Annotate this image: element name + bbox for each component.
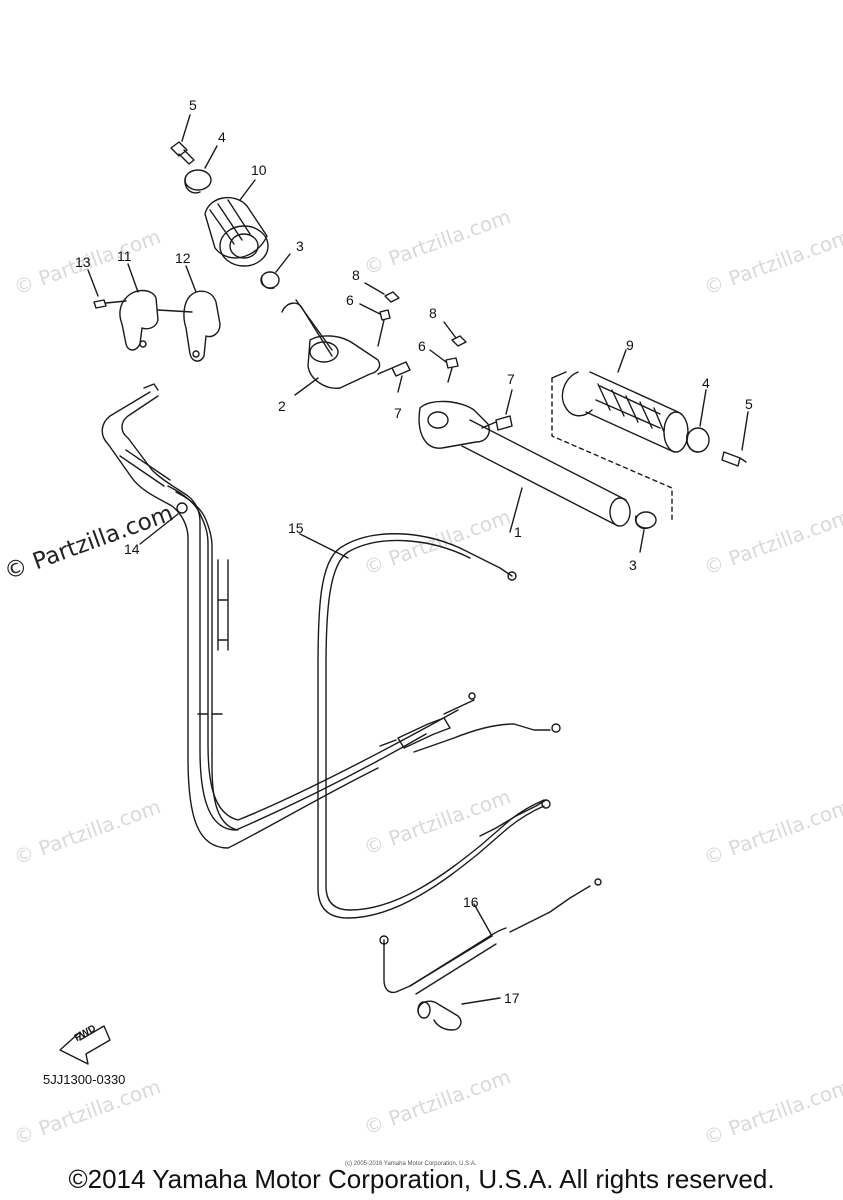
bolt-6-right [429,349,459,383]
callout-3: 3 [296,238,304,254]
callout-11: 11 [117,248,132,264]
cable-16 [379,878,602,995]
callout-7: 7 [507,371,515,387]
bolt-8-right [443,321,467,347]
weight-4-left [184,145,218,194]
fwd-arrow [59,1025,111,1065]
callout-1: 1 [514,524,522,540]
callout-8: 8 [352,267,360,283]
callout-2: 2 [278,398,286,414]
callout-5: 5 [189,97,197,113]
callout-9: 9 [626,337,634,353]
screw-7-right [481,389,513,431]
callout-15: 15 [288,520,304,536]
fine-print: (c) 2005-2016 Yamaha Motor Corporation, … [345,1161,477,1167]
callout-13: 13 [75,254,91,270]
diagram-code: 5JJ1300-0330 [43,1072,126,1087]
callout-10: 10 [251,162,267,178]
callout-3: 3 [629,557,637,573]
weight-4-right [686,389,710,453]
callout-17: 17 [504,990,520,1006]
copyright-notice: ©2014 Yamaha Motor Corporation, U.S.A. A… [68,1164,775,1194]
housing-12 [157,265,221,362]
clamp-17 [417,997,501,1031]
handlebar-1-right [418,400,631,533]
grip-9 [561,349,689,453]
callout-6: 6 [418,338,426,354]
bolt-8-left [364,282,400,303]
callout-6: 6 [346,292,354,308]
clutch-cable-15 [299,533,551,919]
callout-12: 12 [175,250,191,266]
housing-11 [119,263,159,351]
screw-5-right [721,411,749,467]
throttle-cables-14 [101,383,561,849]
callout-8: 8 [429,305,437,321]
collar-3-left [260,253,291,290]
callout-4: 4 [702,375,710,391]
handlebar-2-left [281,299,381,396]
screw-5-left [170,114,195,165]
screw-13 [87,269,127,309]
collar-3-right [634,511,657,553]
callout-7: 7 [394,405,402,421]
bracket-dashed [551,371,673,521]
screw-7-left [377,361,411,393]
throttle-grip-10 [204,179,269,267]
bolt-6-left [359,303,391,347]
callout-4: 4 [218,129,226,145]
callout-14: 14 [124,541,140,557]
callout-16: 16 [463,894,479,910]
callout-5: 5 [745,396,753,412]
